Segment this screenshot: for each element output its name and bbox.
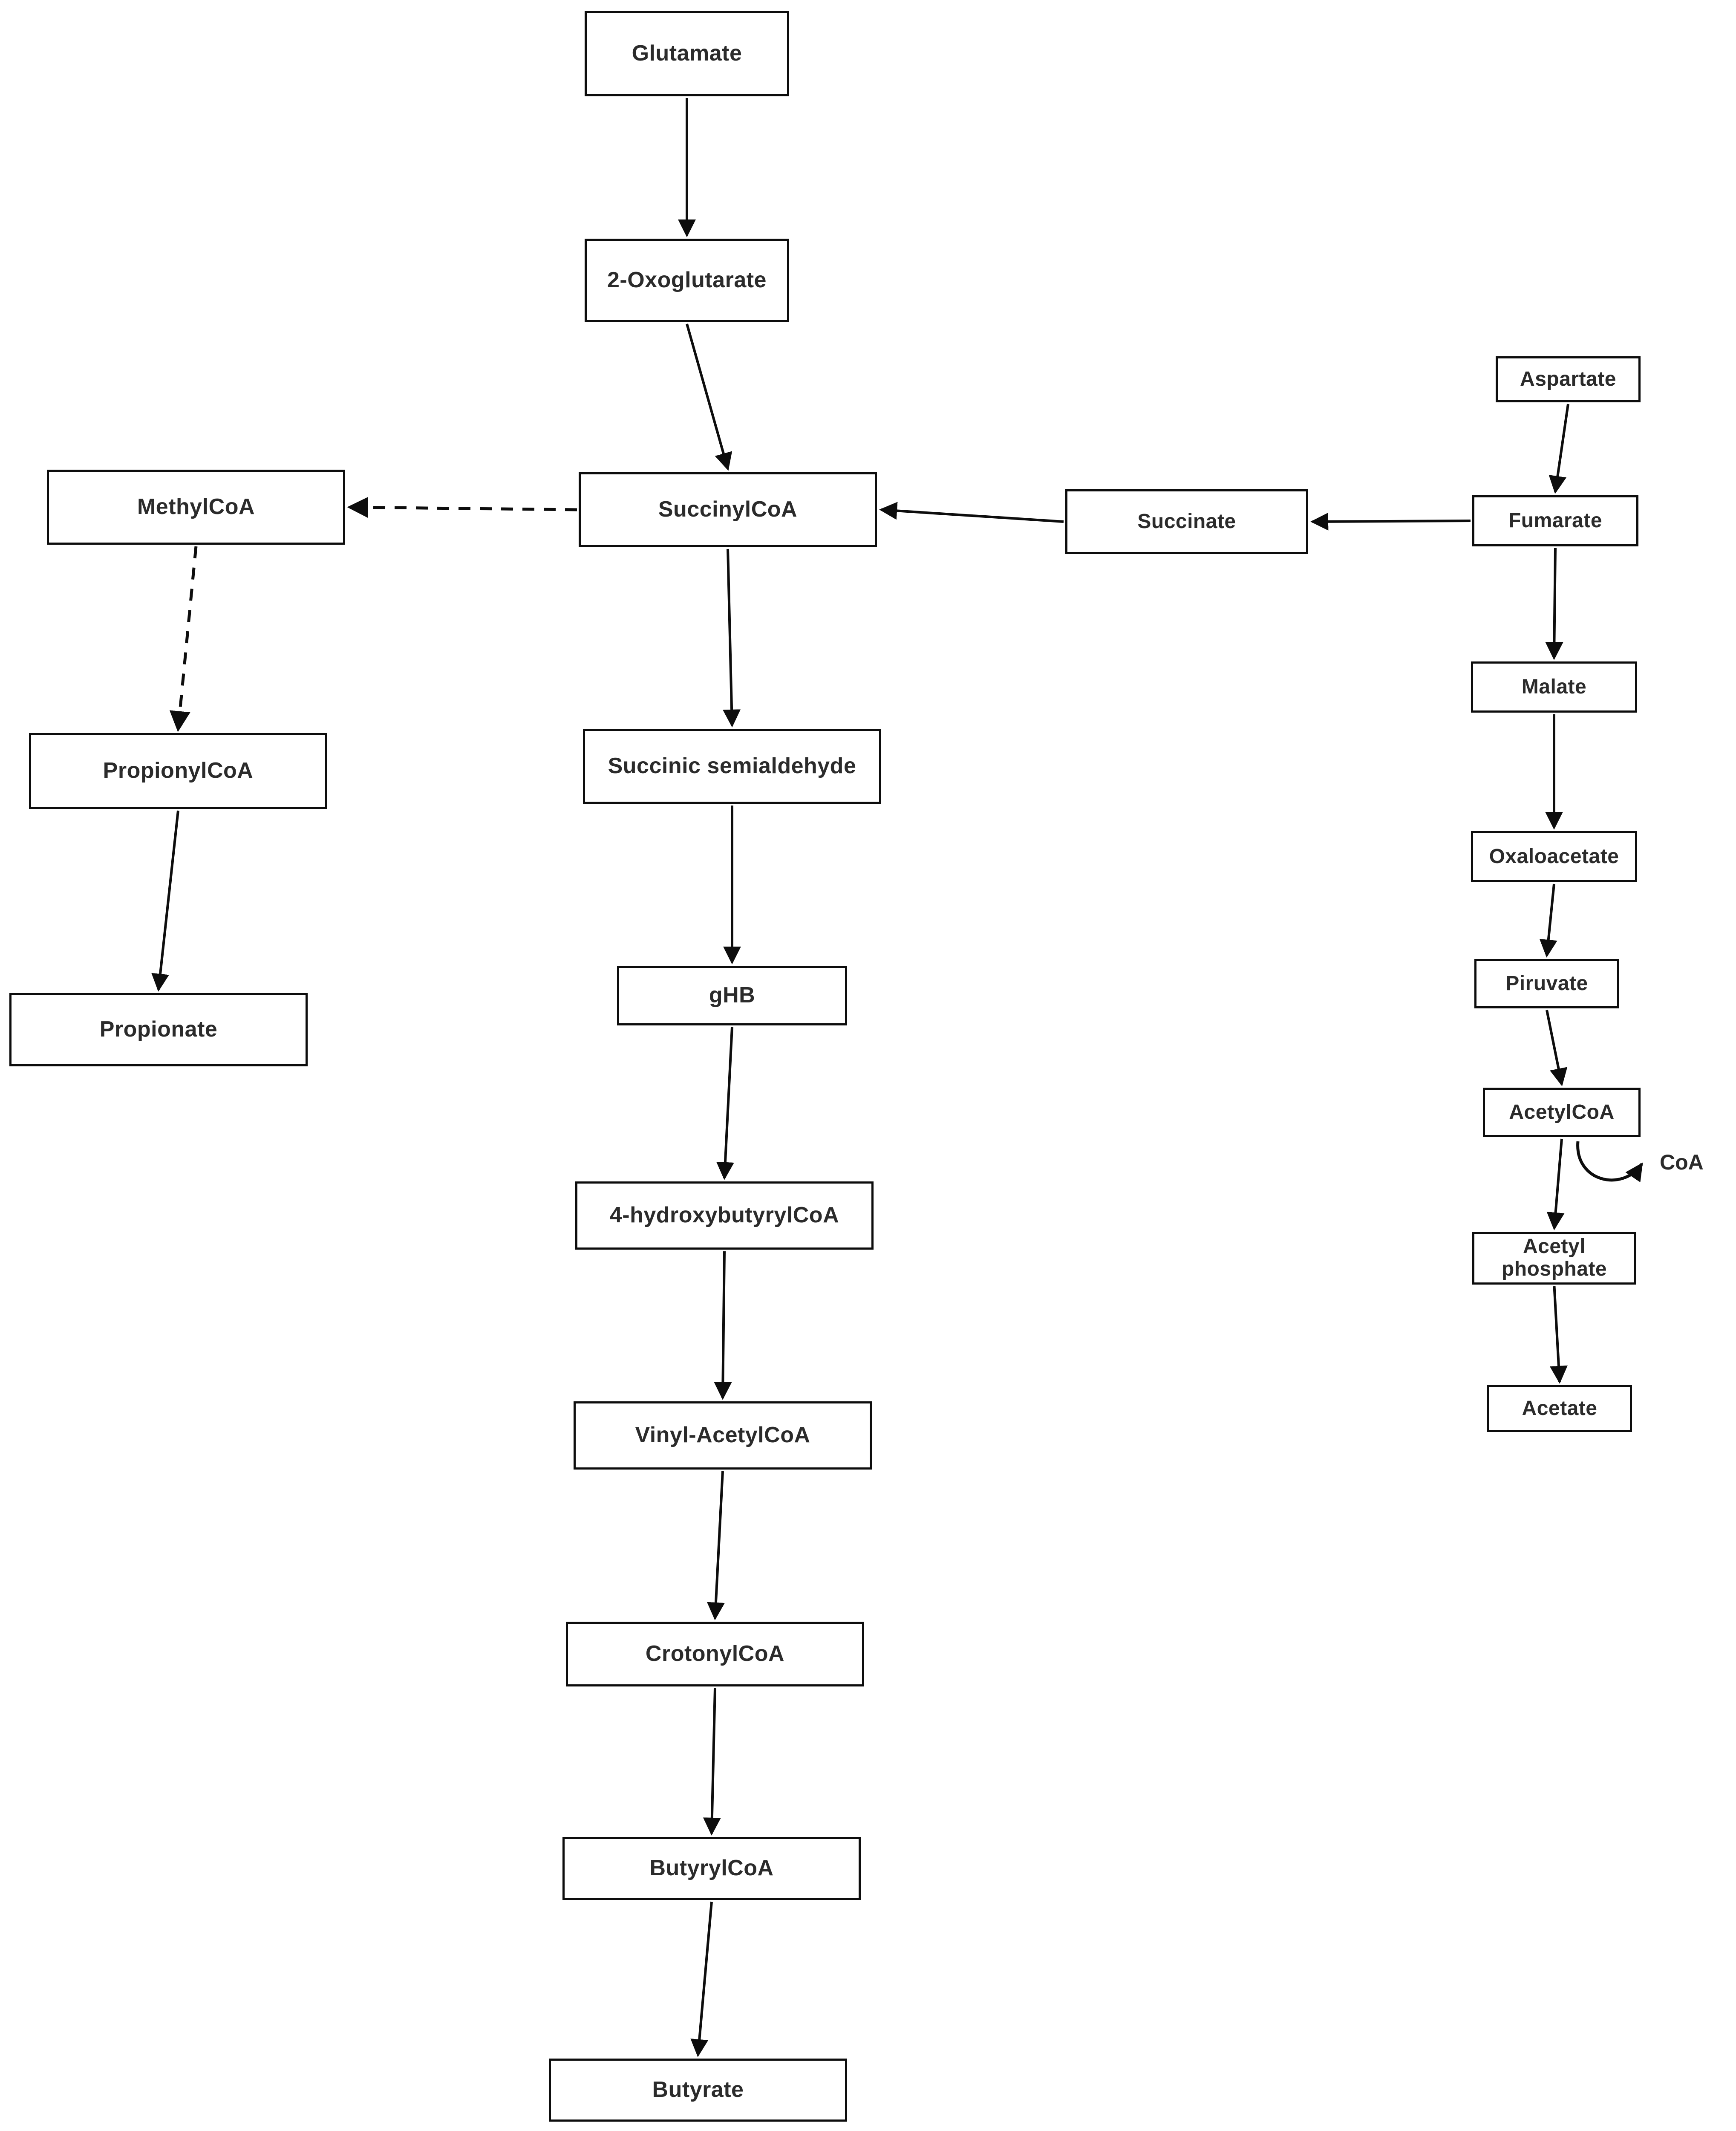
node-label-acetate: Acetate — [1522, 1397, 1598, 1420]
edge-e-fumarate-malate — [1545, 548, 1563, 660]
node-label-succinylcoa: SuccinylCoA — [658, 497, 798, 522]
edge-e-oxaloacetate-piruvate — [1539, 884, 1557, 958]
node-propionylcoa[interactable]: PropionylCoA — [29, 733, 327, 809]
node-label-butyrylcoa: ButyrylCoA — [649, 1856, 774, 1881]
node-label-methylcoa: MethylCoA — [137, 494, 255, 520]
edge-e-piruvate-acetylcoa — [1546, 1010, 1568, 1086]
edge-e-acetylcoa-coa — [1576, 1141, 1643, 1183]
node-glutamate[interactable]: Glutamate — [585, 11, 789, 96]
node-label-crotonylcoa: CrotonylCoA — [645, 1641, 785, 1666]
node-label-fumarate: Fumarate — [1508, 509, 1603, 532]
node-label-succinicsemi: Succinic semialdehyde — [608, 754, 856, 779]
node-ghb[interactable]: gHB — [617, 966, 847, 1025]
edge-e-fumarate-succinate — [1310, 512, 1471, 531]
node-crotonylcoa[interactable]: CrotonylCoA — [566, 1622, 864, 1686]
node-label-oxoglutarate: 2-Oxoglutarate — [607, 268, 767, 293]
edge-e-aspartate-fumarate — [1549, 404, 1569, 494]
node-acetylphosphate[interactable]: Acetyl phosphate — [1472, 1232, 1636, 1285]
node-label-acetylphosphate: Acetyl phosphate — [1501, 1235, 1607, 1280]
node-fumarate[interactable]: Fumarate — [1472, 495, 1638, 546]
node-label-ghb: gHB — [709, 983, 756, 1008]
node-label-oxaloacetate: Oxaloacetate — [1489, 845, 1619, 868]
node-oxoglutarate[interactable]: 2-Oxoglutarate — [585, 239, 789, 322]
node-succinylcoa[interactable]: SuccinylCoA — [579, 472, 877, 547]
node-label-acetylcoa: AcetylCoA — [1509, 1100, 1615, 1123]
edge-e-succinylcoa-succinicsemi — [723, 549, 741, 728]
node-butyrylcoa[interactable]: ButyrylCoA — [562, 1837, 861, 1900]
node-label-malate: Malate — [1521, 675, 1587, 698]
edge-e-acetylphosphate-acetate — [1549, 1286, 1568, 1384]
edge-e-succinylcoa-methylcoa — [347, 497, 577, 518]
node-methylcoa[interactable]: MethylCoA — [47, 470, 345, 545]
node-label-butyrate: Butyrate — [652, 2077, 744, 2102]
node-piruvate[interactable]: Piruvate — [1474, 959, 1619, 1008]
node-oxaloacetate[interactable]: Oxaloacetate — [1471, 831, 1637, 882]
node-label-succinate: Succinate — [1137, 510, 1236, 533]
edge-e-vinyl-crotonylcoa — [707, 1471, 725, 1620]
edge-e-ghb-hydroxybutyrylcoa — [716, 1027, 734, 1180]
node-aspartate[interactable]: Aspartate — [1496, 356, 1641, 402]
node-vinylacetylcoa[interactable]: Vinyl-AcetylCoA — [574, 1401, 872, 1470]
node-label-vinylacetylcoa: Vinyl-AcetylCoA — [635, 1423, 810, 1448]
edge-e-hydroxybutyrylcoa-vinyl — [714, 1251, 732, 1400]
node-butyrate[interactable]: Butyrate — [549, 2059, 847, 2122]
edge-e-acetylcoa-acetylphosphate — [1546, 1138, 1565, 1230]
coa-label: CoA — [1660, 1150, 1704, 1174]
node-malate[interactable]: Malate — [1471, 661, 1637, 713]
node-label-aspartate: Aspartate — [1520, 367, 1616, 390]
node-propionate[interactable]: Propionate — [9, 993, 308, 1066]
node-acetate[interactable]: Acetate — [1487, 1385, 1632, 1432]
edge-e-butyrylcoa-butyrate — [690, 1901, 713, 2057]
edge-e-propionylcoa-propionate — [151, 810, 179, 992]
node-label-hydroxybutyrylcoa: 4-hydroxybutyrylCoA — [609, 1203, 839, 1228]
edge-e-crotonylcoa-butyrylcoa — [703, 1688, 721, 1836]
node-label-propionate: Propionate — [99, 1017, 218, 1042]
node-succinate[interactable]: Succinate — [1065, 489, 1308, 554]
node-acetylcoa[interactable]: AcetylCoA — [1483, 1088, 1641, 1137]
edge-e-succinate-succinylcoa — [879, 502, 1064, 523]
node-label-propionylcoa: PropionylCoA — [103, 758, 254, 783]
edge-e-oxoglutarate-succinylcoa — [686, 323, 732, 471]
edge-e-methylcoa-propionylcoa — [169, 546, 198, 732]
node-succinicsemi[interactable]: Succinic semialdehyde — [583, 729, 881, 804]
node-label-piruvate: Piruvate — [1505, 972, 1588, 995]
node-hydroxybutyrylcoa[interactable]: 4-hydroxybutyrylCoA — [575, 1181, 874, 1250]
node-label-glutamate: Glutamate — [632, 41, 742, 66]
